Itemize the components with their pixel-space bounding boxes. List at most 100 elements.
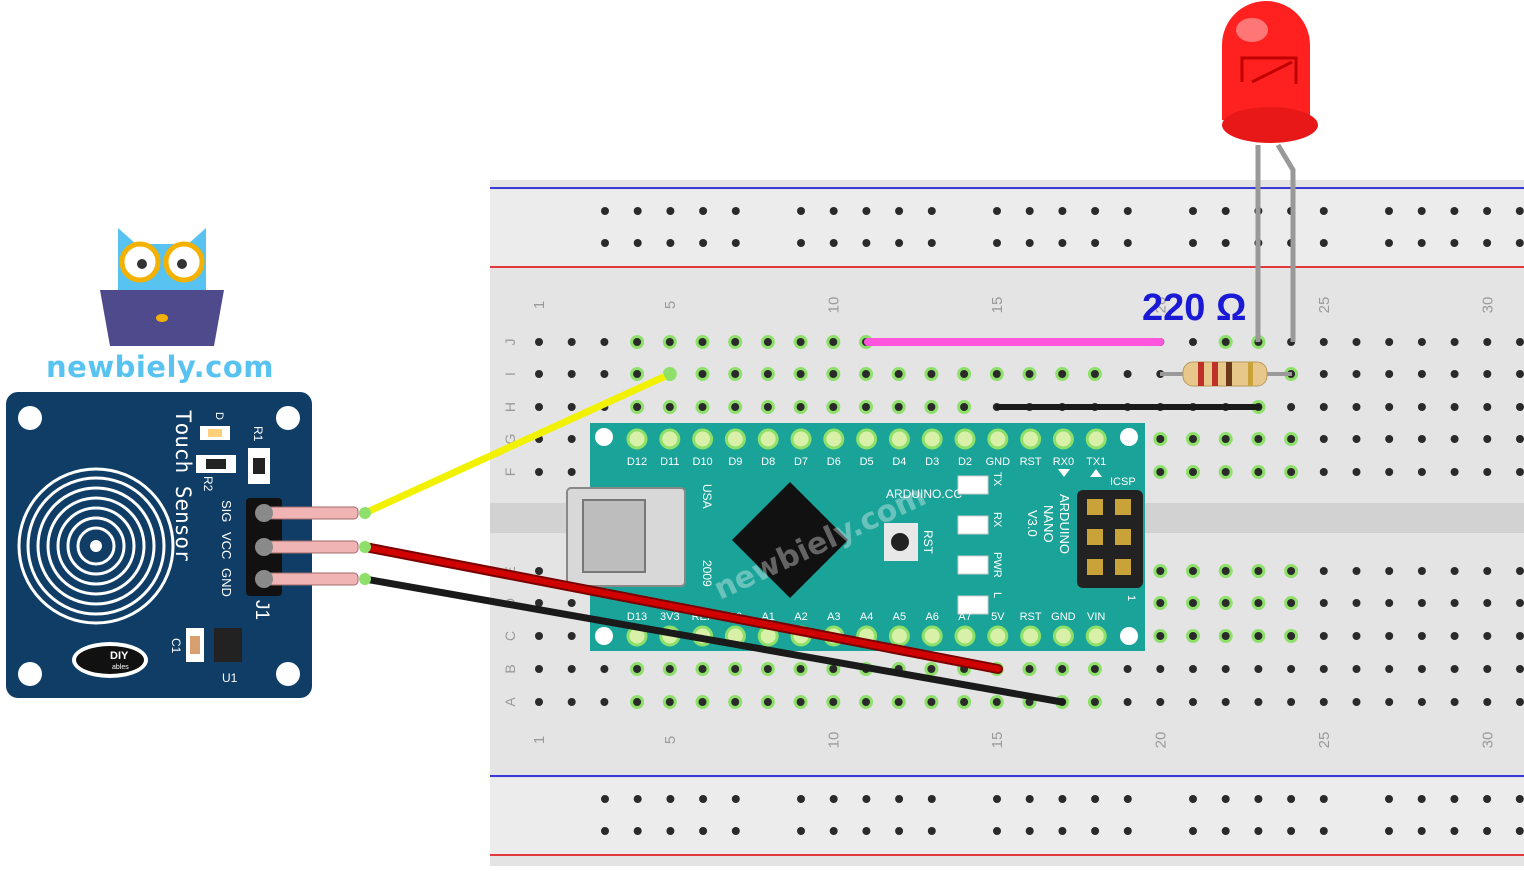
rail-hole: [993, 239, 1001, 247]
touch-ring: [36, 486, 156, 606]
rail-hole: [1319, 239, 1328, 247]
rail-hole: [1091, 795, 1100, 803]
breadboard-hole: [1025, 370, 1034, 378]
logo-brand: DIY: [110, 650, 129, 662]
pin-label-sig: SIG: [219, 500, 234, 522]
breadboard-hole: [960, 698, 969, 706]
rail-hole: [1025, 207, 1034, 215]
ref-d: D: [213, 412, 225, 420]
header-pin: [954, 428, 976, 450]
breadboard-hole: [796, 403, 805, 411]
breadboard-hole: [1319, 698, 1328, 706]
rail-hole: [1221, 795, 1230, 803]
breadboard-hole: [1287, 632, 1296, 640]
header-pin: [954, 625, 976, 647]
status-led-label: TX: [991, 472, 1003, 487]
smd-led-inner: [208, 429, 222, 437]
breadboard-hole: [1254, 632, 1263, 640]
breadboard-hole: [535, 403, 543, 411]
pin-label: RST: [1020, 456, 1042, 468]
breadboard-hole: [1483, 567, 1492, 575]
status-led: [957, 595, 989, 615]
pin-label: 3V3: [660, 611, 680, 623]
rail-hole: [895, 827, 904, 835]
pin-label-vcc: VCC: [219, 532, 234, 559]
column-number: 25: [1316, 732, 1333, 749]
ref-u1: U1: [222, 671, 238, 685]
breadboard-hole: [1417, 338, 1426, 346]
rail-hole: [1515, 827, 1524, 835]
breadboard-hole: [862, 370, 870, 378]
breadboard-hole: [1483, 468, 1492, 476]
rail-hole: [699, 827, 708, 835]
breadboard-hole: [992, 370, 1001, 378]
header-pin: [856, 428, 878, 450]
breadboard-hole: [633, 370, 642, 378]
pin-label: D12: [627, 456, 647, 468]
pin-label: TX1: [1086, 456, 1106, 468]
breadboard-hole: [698, 698, 707, 706]
wire-end: [359, 507, 371, 519]
rail-hole: [1058, 827, 1067, 835]
status-led: [957, 555, 989, 575]
breadboard-hole: [567, 370, 576, 378]
breadboard-hole: [1254, 567, 1263, 575]
header-pin: [888, 625, 910, 647]
header-pin: [1052, 428, 1074, 450]
model-line-3: V3.0: [1025, 510, 1040, 537]
rail-hole: [1058, 239, 1067, 247]
header-pin: [987, 428, 1009, 450]
wire-end: [664, 368, 676, 380]
column-number: 30: [1479, 297, 1496, 314]
icsp-pin-label: 1: [1125, 595, 1137, 601]
breadboard-hole: [1450, 599, 1459, 607]
rail-hole: [699, 239, 708, 247]
breadboard-hole: [665, 338, 674, 346]
row-label: J: [502, 339, 518, 346]
rail-hole: [601, 207, 609, 215]
pin-base: [255, 504, 273, 522]
breadboard-hole: [1254, 698, 1263, 706]
rail-hole: [1025, 239, 1034, 247]
rail-hole: [862, 239, 871, 247]
rail-hole: [1417, 207, 1426, 215]
breadboard-hole: [567, 403, 576, 411]
rail-hole: [1189, 795, 1197, 803]
logo-sub: ables: [112, 664, 129, 671]
site-label[interactable]: newbiely.com: [46, 350, 275, 384]
breadboard-hole: [665, 698, 674, 706]
rail-hole: [1123, 827, 1132, 835]
rail-hole: [1385, 795, 1393, 803]
breadboard-hole: [829, 698, 838, 706]
rail-hole: [666, 207, 675, 215]
status-led-label: PWR: [991, 552, 1003, 578]
breadboard-hole: [1417, 567, 1426, 575]
breadboard-hole: [731, 665, 740, 673]
breadboard-hole: [1450, 567, 1459, 575]
touch-sensor: DIY ables Touch Sensor SIG VCC GND J1 R1…: [6, 392, 359, 698]
rail-hole: [1385, 239, 1393, 247]
breadboard-hole: [633, 403, 642, 411]
breadboard-hole: [1450, 665, 1459, 673]
reset-button[interactable]: [891, 533, 909, 551]
ref-r2: R2: [201, 476, 215, 492]
breadboard-hole: [1319, 468, 1328, 476]
breadboard-hole: [698, 370, 707, 378]
arrow-up-icon: [1090, 469, 1102, 477]
touch-center: [90, 540, 102, 552]
rail-hole: [927, 239, 936, 247]
rail-hole: [895, 795, 904, 803]
rail-hole: [1417, 795, 1426, 803]
status-led: [957, 515, 989, 535]
touch-pad-icon[interactable]: [17, 467, 175, 625]
breadboard-hole: [927, 370, 936, 378]
column-number: 1: [531, 301, 548, 309]
breadboard-hole: [1352, 468, 1361, 476]
pin-label: D11: [660, 456, 679, 468]
breadboard-hole: [1221, 435, 1230, 443]
ref-j1: J1: [251, 600, 272, 620]
breadboard-hole: [1287, 665, 1296, 673]
header-pin: [823, 428, 845, 450]
breadboard-hole: [1189, 665, 1197, 673]
header-pin: [724, 428, 746, 450]
